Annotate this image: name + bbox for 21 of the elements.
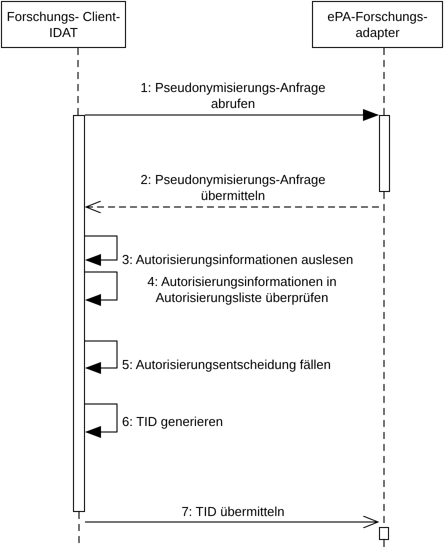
activation-bar [379, 527, 389, 540]
lifeline-head [312, 1, 443, 48]
participant-name: ePA-Forschungs- adapter [326, 8, 429, 40]
activation-bar [73, 115, 85, 512]
message-label: 3: Autorisierungsinformationen auslesen [122, 252, 354, 268]
message-label: 5: Autorisierungsentscheidung fällen [122, 357, 331, 373]
message-arrow [86, 200, 380, 214]
message-arrow [84, 516, 378, 528]
lifeline-head [1, 1, 126, 48]
message-arrow [84, 272, 118, 306]
message-arrow [84, 404, 118, 438]
activation-bar [379, 115, 390, 192]
message-label: 7: TID übermitteln [181, 504, 285, 520]
message-label: 6: TID generieren [122, 414, 223, 430]
message-arrow [84, 109, 379, 121]
message-label: 1: Pseudonymisierungs-Anfrage abrufen [140, 80, 326, 112]
message-label: 4: Autorisierungsinformationen in Autorisierungsliste überprüfen [146, 274, 338, 306]
participant-name: Forschungs- Client-IDAT [6, 8, 121, 40]
message-arrow [84, 236, 118, 266]
message-arrow [84, 340, 118, 374]
message-label: 2: Pseudonymisierungs-Anfrage übermitteln [140, 172, 326, 204]
